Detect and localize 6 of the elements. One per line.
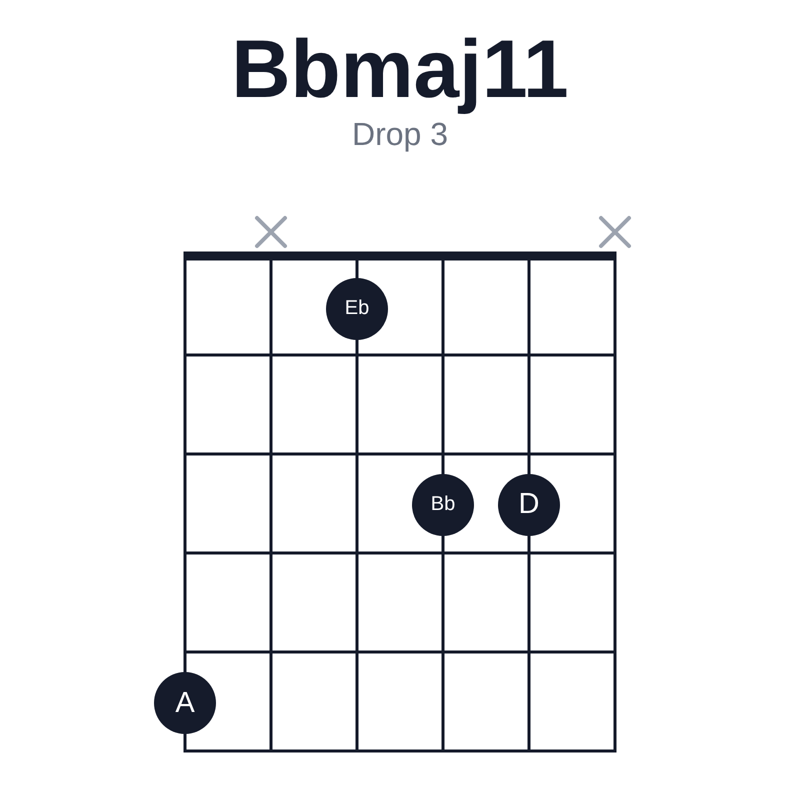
finger-dot: A xyxy=(154,672,216,734)
finger-dot: Bb xyxy=(412,474,474,536)
finger-dot: D xyxy=(498,474,560,536)
finger-dot: Eb xyxy=(326,278,388,340)
chord-title: Bbmaj11 xyxy=(231,23,569,117)
voicing-subtitle: Drop 3 xyxy=(352,115,448,154)
